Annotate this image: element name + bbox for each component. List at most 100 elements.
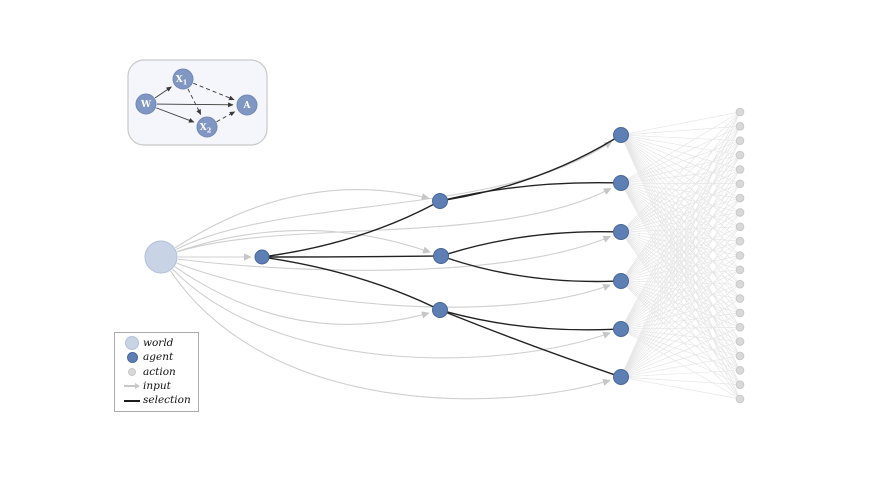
mesh-edge [620, 134, 741, 299]
mesh-edge [620, 376, 741, 400]
legend-input-swatch [121, 383, 143, 390]
action-node [735, 308, 745, 318]
mesh-edge [620, 283, 741, 330]
mesh-edge [620, 280, 741, 328]
legend-item-agent: agent [121, 351, 194, 365]
legend-label: agent [143, 351, 174, 364]
mesh-edge [620, 226, 741, 282]
legend-agent-swatch [121, 352, 143, 364]
mesh-edge [620, 240, 741, 282]
mesh-edge [620, 140, 741, 378]
selection-edge [446, 138, 616, 201]
mesh-edge [620, 212, 741, 330]
mesh-edge [620, 111, 741, 378]
action-node [735, 394, 745, 404]
mesh-edge [620, 126, 741, 136]
mesh-edge [620, 126, 741, 233]
mesh-edge [620, 134, 741, 385]
inset-node-label: X1 [176, 75, 188, 87]
mesh-edge [620, 111, 741, 184]
action-node [735, 251, 745, 260]
inset-box [127, 59, 268, 146]
mesh-edge [620, 169, 741, 282]
mesh-edge [620, 140, 741, 282]
network-nodes [144, 107, 745, 404]
mesh-edge [620, 134, 741, 314]
mesh-edge [620, 111, 741, 136]
mesh-edge [620, 197, 741, 378]
inset-node-label: A [243, 101, 252, 111]
selection-edges [268, 138, 616, 376]
legend-label: input [143, 380, 171, 393]
input-edge [174, 189, 430, 249]
mesh-edge [620, 126, 741, 378]
mesh-edge [620, 280, 741, 299]
agent-swatch-icon [126, 352, 138, 364]
mesh-edge [620, 255, 741, 378]
mesh-edge [620, 212, 741, 378]
legend-item-input: input [121, 379, 194, 393]
mesh-edge [620, 154, 741, 282]
legend-label: action [143, 365, 176, 378]
mesh-edge [620, 126, 741, 184]
mesh-edge [620, 269, 741, 282]
mesh-edge [620, 255, 741, 330]
mesh-edge [620, 154, 741, 378]
action-node [735, 107, 745, 117]
input-edge [177, 187, 612, 253]
mesh-edge [620, 134, 741, 371]
action-node [735, 380, 745, 389]
mesh-edge [620, 197, 741, 330]
mesh-edge [620, 134, 741, 357]
mesh-edge [620, 134, 741, 256]
input-arrow-icon [124, 383, 140, 390]
legend-label: world [143, 337, 174, 350]
mesh-edge [620, 376, 741, 385]
mesh-edge [620, 134, 741, 328]
selection-edge [446, 312, 615, 376]
action-swatch-icon [128, 367, 136, 376]
action-node [735, 294, 745, 303]
mesh-edge [620, 111, 741, 330]
input-edge [170, 270, 611, 400]
legend-label: selection [143, 394, 191, 407]
action-node [735, 265, 745, 275]
mesh-edge [620, 280, 741, 385]
selection-edge [447, 257, 615, 283]
mesh-edge [620, 126, 741, 330]
selection-edge [268, 257, 434, 308]
agent-node [613, 369, 629, 385]
mesh-edge [620, 111, 741, 233]
mesh-edge [620, 280, 741, 285]
mesh-edge [620, 134, 741, 342]
mesh-edge [620, 326, 741, 330]
mesh-edge [620, 269, 741, 330]
mesh-edge [620, 134, 741, 285]
input-edge [175, 141, 613, 250]
action-node [735, 136, 745, 145]
input-edge [176, 229, 431, 254]
mesh-edge [620, 280, 741, 342]
mesh-edge [620, 226, 741, 378]
inset-node-label: W [140, 100, 152, 110]
mesh-edge [620, 269, 741, 378]
action-node [735, 236, 745, 246]
input-edge [176, 262, 611, 308]
inset-edge-X2-A [216, 111, 236, 123]
inset-node-W [135, 93, 157, 115]
agent-node [613, 127, 629, 143]
legend-selection-swatch [121, 399, 143, 402]
mesh-edge [620, 182, 741, 342]
inset-node-X2 [196, 116, 218, 138]
input-edges [170, 141, 613, 400]
mesh-edge [620, 369, 741, 378]
inset-edge-X1-X2 [187, 88, 202, 116]
world-swatch-icon [125, 336, 139, 351]
world-node [144, 240, 178, 274]
mesh-edge [620, 212, 741, 282]
mesh-edge [620, 154, 741, 330]
legend-item-world: world [121, 336, 194, 351]
